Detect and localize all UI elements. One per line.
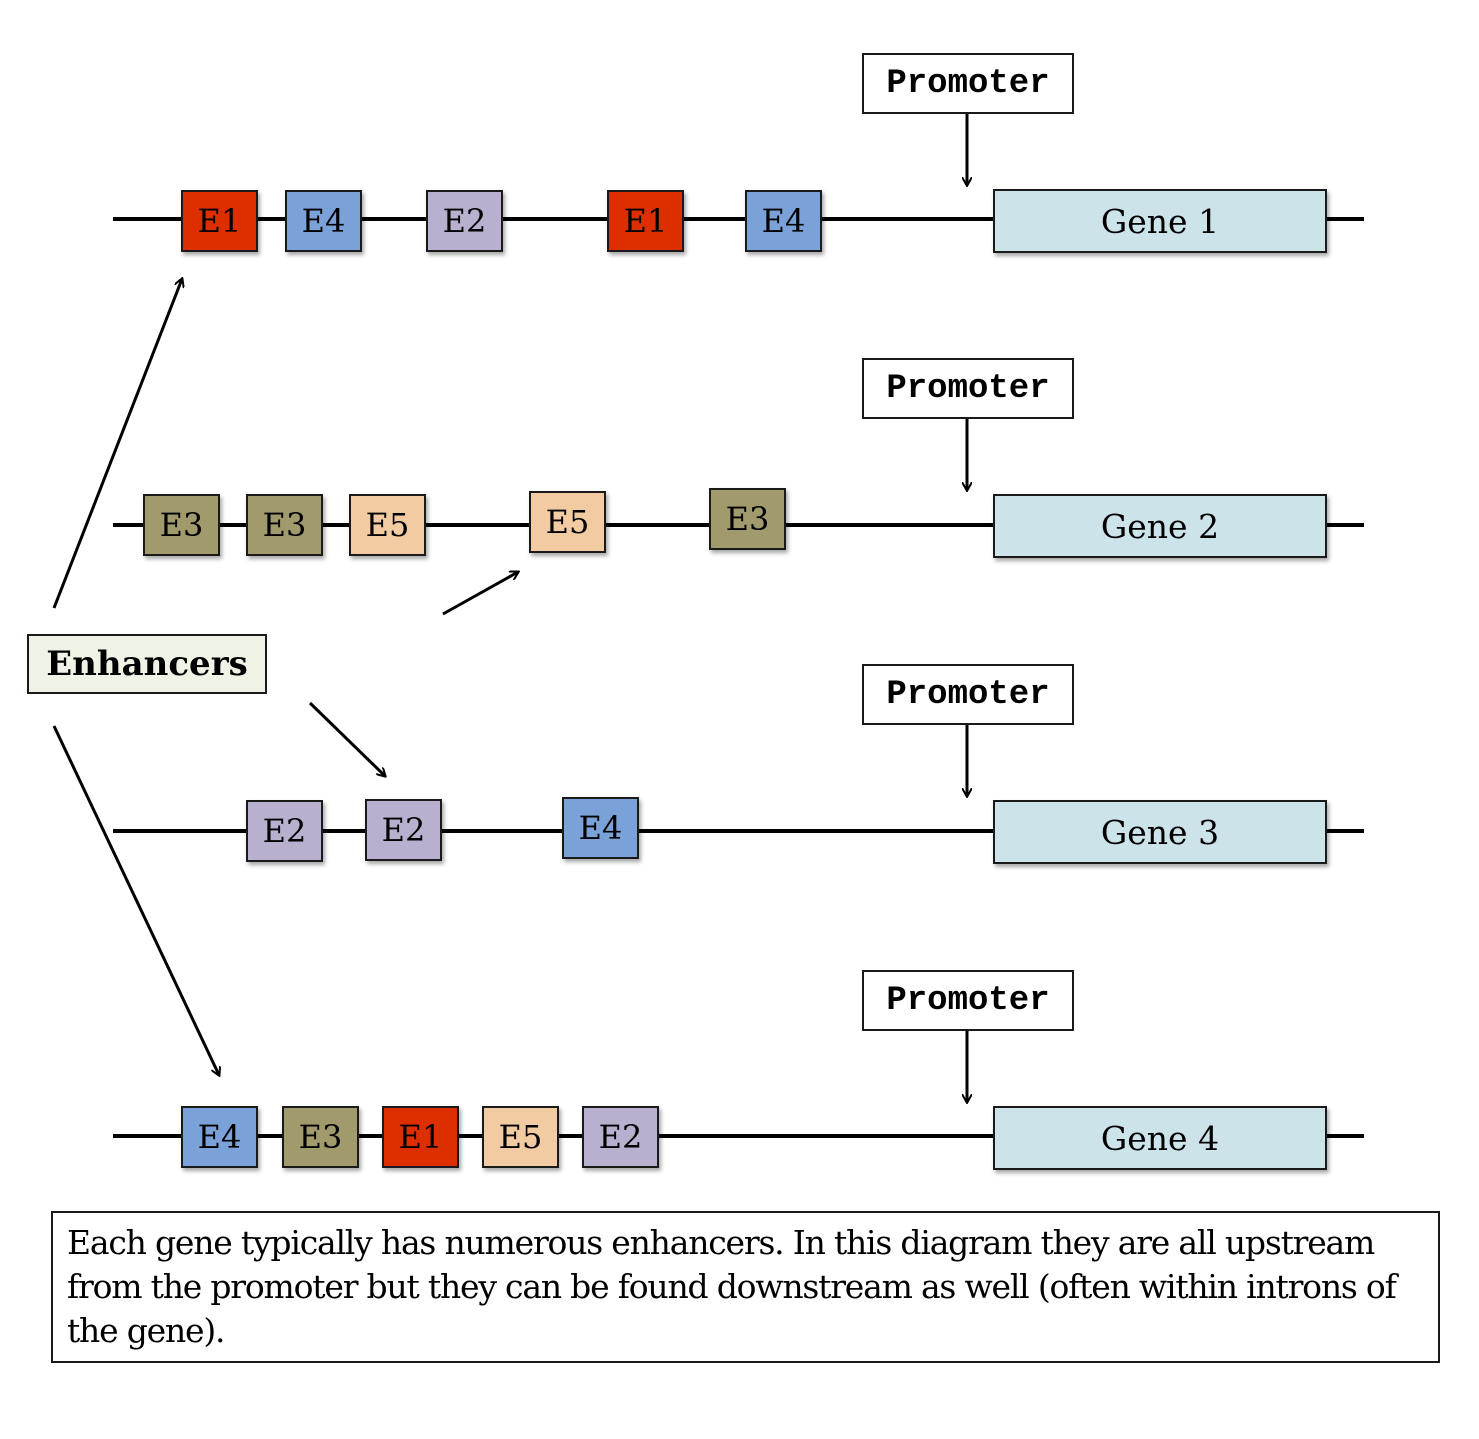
enhancer-e5: E5 [482, 1106, 559, 1168]
gene-box: Gene 1 [993, 189, 1327, 253]
enhancer-e3: E3 [282, 1106, 359, 1168]
enhancer-e4: E4 [745, 190, 822, 252]
promoter-label: Promoter [862, 970, 1074, 1031]
pointer-arrow-icon [52, 279, 182, 609]
enhancer-e1: E1 [607, 190, 684, 252]
enhancer-e1: E1 [382, 1106, 459, 1168]
enhancer-e3: E3 [143, 494, 220, 556]
enhancer-e5: E5 [349, 494, 426, 556]
gene-box: Gene 4 [993, 1106, 1327, 1170]
promoter-label: Promoter [862, 53, 1074, 114]
promoter-label: Promoter [862, 664, 1074, 725]
caption-box: Each gene typically has numerous enhance… [51, 1211, 1440, 1363]
enhancer-e3: E3 [709, 488, 786, 550]
enhancer-e4: E4 [562, 797, 639, 859]
pointer-arrow-icon [442, 572, 518, 616]
enhancer-e2: E2 [246, 800, 323, 862]
enhancer-e2: E2 [582, 1106, 659, 1168]
enhancer-e3: E3 [246, 494, 323, 556]
gene-box: Gene 3 [993, 800, 1327, 864]
enhancer-e4: E4 [285, 190, 362, 252]
enhancers-label: Enhancers [27, 634, 267, 694]
promoter-label: Promoter [862, 358, 1074, 419]
dna-strand [113, 1134, 1364, 1138]
enhancer-e2: E2 [365, 799, 442, 861]
pointer-arrow-icon [52, 725, 219, 1075]
enhancer-e4: E4 [181, 1106, 258, 1168]
enhancer-e5: E5 [529, 491, 606, 553]
gene-box: Gene 2 [993, 494, 1327, 558]
dna-strand [113, 217, 1364, 221]
enhancer-e1: E1 [181, 190, 258, 252]
enhancer-e2: E2 [426, 190, 503, 252]
pointer-arrow-icon [308, 701, 385, 776]
dna-strand [113, 829, 1364, 833]
